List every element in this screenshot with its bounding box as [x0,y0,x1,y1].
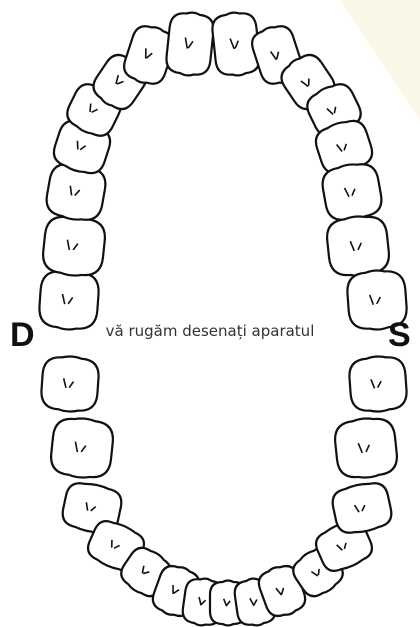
lower-left-first-molar-tooth [333,416,399,481]
upper-right-second-molar-tooth [41,214,107,279]
lower-right-second-molar-tooth [49,416,115,481]
lower-right-third-molar-tooth [40,355,100,414]
right-side-label: D [10,318,35,352]
instruction-text: vă rugăm desenați aparatul [90,322,330,340]
upper-right-central-incisor-tooth [165,10,215,77]
upper-left-second-molar-tooth [325,214,391,279]
lower-left-second-molar-tooth [348,355,408,414]
left-side-label: S [388,318,411,352]
